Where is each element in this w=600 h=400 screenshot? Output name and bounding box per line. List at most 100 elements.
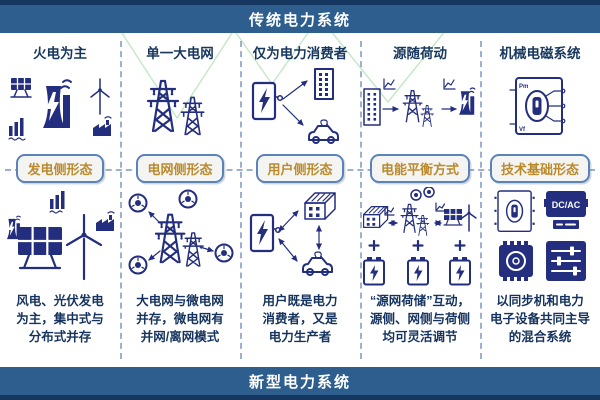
traditional-state-label: 源随荷动 xyxy=(393,46,447,61)
new-state-description: 以同步机和电力 电子设备共同主导 的混合系统 xyxy=(489,294,590,345)
plus-sign xyxy=(454,239,466,252)
microgrid-scene xyxy=(128,189,234,275)
grid-traditional-icons xyxy=(120,63,240,151)
single-grid-scene xyxy=(146,79,205,136)
new-state-description: “源网荷储”互动， 源侧、网侧与荷侧 均可灵活调节 xyxy=(369,294,470,345)
solar-house-icon xyxy=(363,206,389,229)
load-curve-icon xyxy=(435,202,446,212)
column-separator xyxy=(480,41,482,359)
factory-icon xyxy=(93,116,112,136)
factory-icon xyxy=(96,211,115,231)
new-power-system-title: 新型电力系统 xyxy=(248,373,351,391)
electric-car-icon xyxy=(308,119,339,144)
thermal-generation-scene xyxy=(8,77,112,141)
double-arrow-icon xyxy=(278,210,299,232)
microgrid-node-icon xyxy=(410,189,422,201)
synchronous-machine-icon xyxy=(494,190,535,233)
thermal-power-plant-icon xyxy=(43,79,72,128)
source-grid-load-storage-scene xyxy=(363,187,477,286)
grid-new-icons xyxy=(120,185,240,291)
microgrid-node-icon xyxy=(423,187,435,198)
traditional-power-system-title: 传统电力系统 xyxy=(248,11,351,29)
microgrid-node-icon xyxy=(214,243,234,263)
solar-panel-icon xyxy=(16,225,64,270)
consumer-scene xyxy=(251,68,339,144)
column-tech-foundation: 机械电磁系统 Pm Vf 技术基础形态 xyxy=(480,33,600,367)
column-separator xyxy=(240,41,242,359)
new-state-description: 风电、光伏发电 为主，集中式与 分布式并存 xyxy=(16,294,104,345)
plus-sign xyxy=(412,239,424,252)
transmission-tower-icon xyxy=(146,79,180,133)
load-curve-icon xyxy=(383,78,396,90)
user-side-pill: 用户侧形态 xyxy=(256,153,344,183)
transmission-tower-icon xyxy=(420,105,434,127)
load-curve-icon xyxy=(384,206,395,216)
pill-row: 电能平衡方式 xyxy=(360,151,480,185)
traditional-state-label: 单一大电网 xyxy=(146,46,214,61)
column-user-side: 仅为电力消费者 xyxy=(240,33,360,367)
wind-turbine-icon xyxy=(90,78,110,115)
arrow-icon xyxy=(148,211,161,224)
source-follows-load-scene xyxy=(363,78,476,127)
solar-house-icon xyxy=(304,192,336,220)
load-curve-icon xyxy=(443,78,456,90)
microgrid-node-icon xyxy=(128,255,148,275)
new-state-description: 大电网与微电网 并存，微电网有 并网/离网模式 xyxy=(136,294,224,345)
synchronous-machine-icon: Pm Vf xyxy=(509,77,566,135)
office-building-icon xyxy=(363,88,381,126)
svg-text:DC/AC: DC/AC xyxy=(552,200,581,210)
column-separator xyxy=(120,41,122,359)
tech-traditional-icons: Pm Vf xyxy=(480,63,600,151)
battery-storage-icon xyxy=(363,257,385,286)
balance-method-pill: 电能平衡方式 xyxy=(369,153,470,183)
pill-row: 技术基础形态 xyxy=(480,151,600,185)
tech-foundation-pill: 技术基础形态 xyxy=(489,153,590,183)
thermal-power-plant-icon xyxy=(459,87,476,115)
hybrid-system-scene: DC/AC xyxy=(494,190,588,281)
traditional-state-label: 仅为电力消费者 xyxy=(252,46,348,61)
office-building-icon xyxy=(314,68,334,100)
user-new-icons xyxy=(240,185,360,291)
wind-turbine-icon xyxy=(65,213,103,281)
traditional-state-label: 机械电磁系统 xyxy=(499,46,581,61)
synchronous-machine-scene: Pm Vf xyxy=(509,77,566,135)
column-separator xyxy=(360,41,362,359)
user-traditional-icons xyxy=(240,63,360,151)
double-arrow-icon xyxy=(278,238,298,262)
svg-text:Pm: Pm xyxy=(519,84,528,90)
balance-traditional-icons xyxy=(360,63,480,151)
plus-sign xyxy=(368,239,380,252)
battery-storage-icon xyxy=(449,257,471,286)
generation-new-icons xyxy=(0,185,120,291)
generation-traditional-icons xyxy=(0,63,120,151)
hydro-dam-icon xyxy=(8,118,26,141)
pill-row: 发电侧形态 xyxy=(0,151,120,185)
column-grid-side: 单一大电网 电网侧形态 xyxy=(120,33,240,367)
power-electronics-chip-icon xyxy=(499,241,533,281)
battery-storage-icon xyxy=(407,257,429,286)
microgrid-node-icon xyxy=(178,189,198,209)
balance-new-icons xyxy=(360,185,480,291)
arrow-icon xyxy=(282,80,308,100)
arrow-icon xyxy=(282,104,304,126)
transmission-tower-icon xyxy=(416,214,430,236)
transmission-tower-icon xyxy=(180,96,205,136)
hydro-dam-icon xyxy=(49,191,65,214)
new-state-description: 用户既是电力 消费者，又是 电力生产者 xyxy=(262,294,338,345)
solar-panel-icon xyxy=(443,208,463,226)
pill-row: 用户侧形态 xyxy=(240,151,360,185)
pill-row: 电网侧形态 xyxy=(120,151,240,185)
transmission-tower-icon xyxy=(182,232,204,267)
column-generation-side: 火电为主 xyxy=(0,33,120,367)
ev-charger-icon xyxy=(251,81,284,121)
tech-new-icons: DC/AC xyxy=(480,185,600,291)
grid-side-pill: 电网侧形态 xyxy=(136,153,224,183)
arrow-icon xyxy=(148,250,161,261)
transmission-tower-icon xyxy=(400,203,419,233)
column-balance-method: 源随荷动 xyxy=(360,33,480,367)
comparison-grid: 火电为主 xyxy=(0,33,600,367)
traditional-power-system-banner: 传统电力系统 xyxy=(0,0,600,33)
arrow-icon xyxy=(199,246,214,253)
transmission-tower-icon xyxy=(154,213,186,264)
prosumer-scene xyxy=(249,192,336,276)
